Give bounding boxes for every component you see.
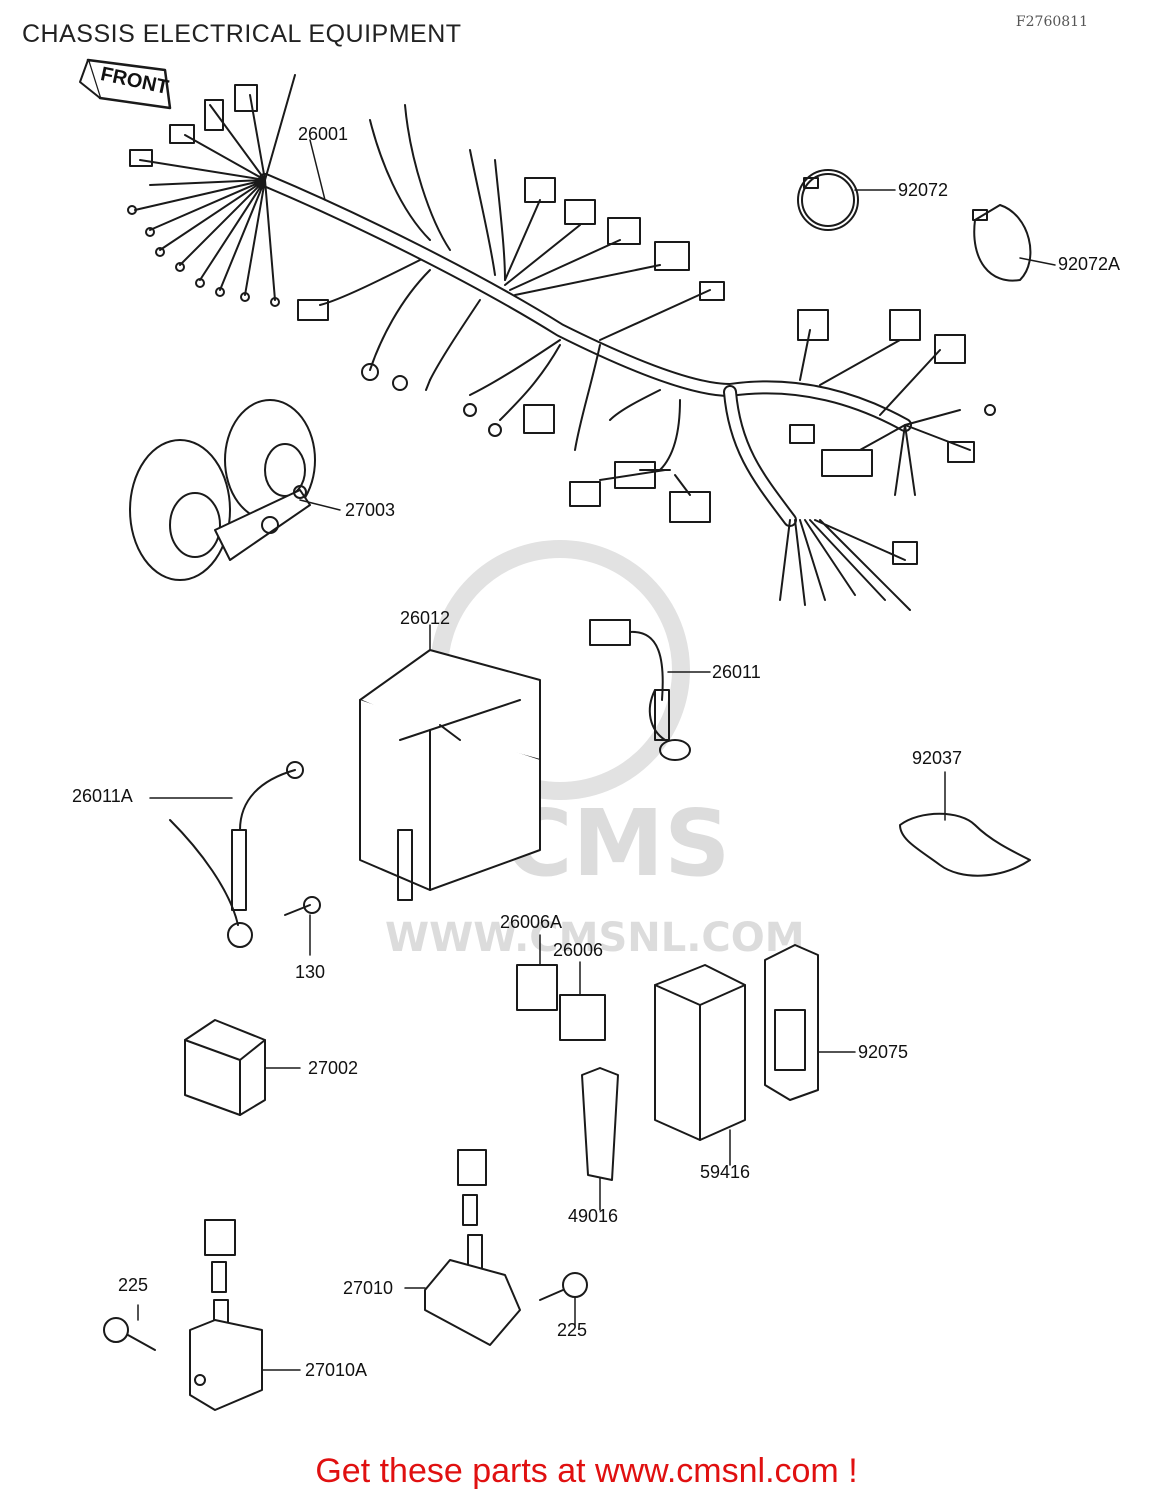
part-label-49016[interactable]: 49016 <box>568 1206 619 1226</box>
bolt-225-right-icon <box>539 1272 588 1301</box>
part-label-27010A[interactable]: 27010A <box>305 1360 368 1380</box>
fuse-box-59416-icon <box>654 964 746 1141</box>
cable-26011-icon <box>589 619 691 761</box>
band-92072-icon <box>797 169 859 231</box>
relay-27002-icon <box>184 1019 266 1116</box>
part-label-92075[interactable]: 92075 <box>858 1042 909 1062</box>
part-label-26012[interactable]: 26012 <box>400 608 451 628</box>
cable-26011A-icon <box>169 761 304 948</box>
part-label-27010[interactable]: 27010 <box>343 1278 394 1298</box>
part-label-92072[interactable]: 92072 <box>898 180 949 200</box>
clamp-92037-icon <box>899 812 1031 877</box>
part-label-59416[interactable]: 59416 <box>700 1162 751 1182</box>
watermark-url: WWW.CMSNL.COM <box>385 915 805 961</box>
cover-92075-icon <box>764 944 819 1101</box>
part-label-92037[interactable]: 92037 <box>912 748 963 768</box>
reference-code: F2760811 <box>1015 14 1088 30</box>
main-harness-icon <box>127 74 996 611</box>
bracket-49016-icon <box>581 1067 619 1181</box>
footer-link[interactable]: Get these parts at www.cmsnl.com ! <box>315 1452 858 1490</box>
page-title: CHASSIS ELECTRICAL EQUIPMENT <box>22 20 462 48</box>
part-label-225-left[interactable]: 225 <box>118 1275 149 1295</box>
front-arrow-icon <box>79 58 172 110</box>
part-label-130[interactable]: 130 <box>295 962 326 982</box>
unit-27010A-icon <box>189 1219 263 1411</box>
part-label-26001[interactable]: 26001 <box>298 124 349 144</box>
band-92072A-icon <box>972 204 1032 282</box>
bolt-225-left-icon <box>103 1317 156 1351</box>
part-label-26011A[interactable]: 26011A <box>72 786 133 806</box>
bolt-130-icon <box>284 896 321 916</box>
watermark-brand: CMS <box>505 790 731 897</box>
part-label-26006[interactable]: 26006 <box>553 940 604 960</box>
part-label-26011[interactable]: 26011 <box>712 662 761 682</box>
part-label-27002[interactable]: 27002 <box>308 1058 359 1078</box>
part-label-225-right[interactable]: 225 <box>557 1320 588 1340</box>
part-label-92072A[interactable]: 92072A <box>1058 254 1121 274</box>
part-label-27003[interactable]: 27003 <box>345 500 396 520</box>
part-label-26006A[interactable]: 26006A <box>500 912 563 932</box>
battery-26012-icon <box>359 649 541 901</box>
fuse-26006-icon <box>559 994 606 1041</box>
unit-27010-icon <box>424 1149 521 1346</box>
horn-27003-icon <box>129 399 316 581</box>
fuse-26006A-icon <box>516 964 558 1011</box>
